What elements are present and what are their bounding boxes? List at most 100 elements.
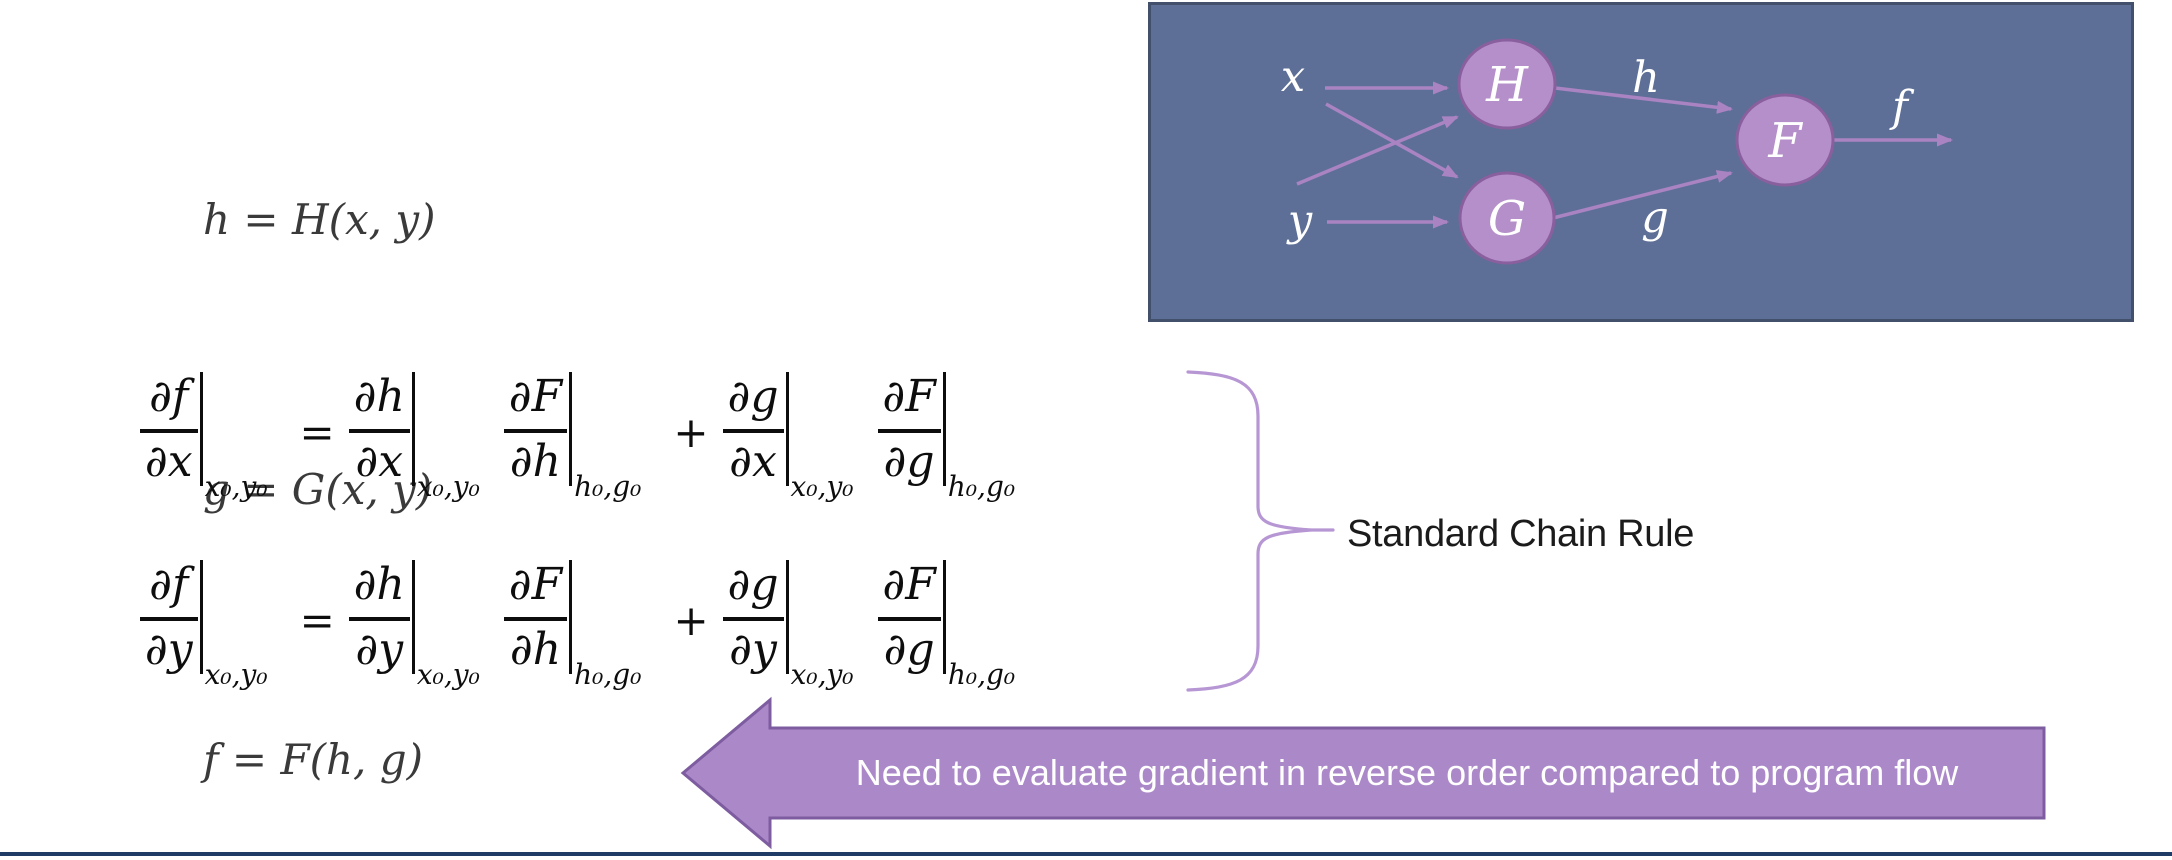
edge-y-to-H <box>1296 115 1459 186</box>
derivative-term: ∂f ∂x x₀,y₀ <box>140 368 268 504</box>
fraction: ∂h ∂x <box>348 368 410 488</box>
numerator: ∂f <box>149 371 189 422</box>
denominator: ∂x <box>729 436 777 487</box>
node-H <box>1457 38 1557 130</box>
evaluation-point: x₀,y₀ <box>790 470 854 503</box>
computation-graph-panel: H G F x y h g f <box>1148 2 2134 322</box>
node-F-label: F <box>1767 113 1803 169</box>
evaluation-point: h₀,g₀ <box>574 470 642 503</box>
banner-text: Need to evaluate gradient in reverse ord… <box>855 752 1959 793</box>
equation-g-definition: g = G(x, y) <box>203 465 433 514</box>
node-G-label: G <box>1488 191 1526 247</box>
fraction-bar <box>503 429 568 433</box>
node-F <box>1735 93 1835 187</box>
plus-operator: + <box>673 596 709 645</box>
fraction: ∂F ∂h <box>503 556 568 676</box>
chain-rule-equation-dy: ∂f ∂y x₀,y₀ = ∂h ∂y x₀,y₀ ∂F ∂h h₀, <box>140 556 1039 692</box>
denominator: ∂y <box>355 624 404 675</box>
fraction: ∂F ∂h <box>503 368 568 488</box>
numerator: ∂g <box>727 371 779 422</box>
edge-G-to-F <box>1552 170 1733 220</box>
denominator: ∂g <box>883 436 935 487</box>
fraction-bar <box>140 429 198 433</box>
denominator: ∂x <box>355 436 404 487</box>
edge-h-label: h <box>1632 53 1660 103</box>
fraction-bar <box>348 429 410 433</box>
evaluation-bar <box>199 560 203 674</box>
denominator: ∂x <box>145 436 193 487</box>
fraction: ∂F ∂g <box>877 368 941 488</box>
numerator: ∂h <box>353 559 405 610</box>
reverse-arrow-banner <box>680 696 2046 850</box>
derivative-term: ∂g ∂y x₀,y₀ <box>722 556 854 692</box>
evaluation-bar <box>785 560 789 674</box>
edge-H-to-F <box>1554 86 1733 114</box>
numerator: ∂F <box>508 371 563 422</box>
equation-f-definition: f = F(h, g) <box>203 735 423 784</box>
fraction-bar <box>140 617 198 621</box>
evaluation-point: h₀,g₀ <box>574 658 642 691</box>
function-definitions: h = H(x, y) g = G(x, y) f = F(h, g) <box>203 0 435 860</box>
edge-g-label: g <box>1641 193 1669 243</box>
fraction: ∂F ∂g <box>877 556 941 676</box>
fraction: ∂g ∂x <box>722 368 784 488</box>
numerator: ∂F <box>882 371 936 422</box>
derivative-term: ∂g ∂x x₀,y₀ <box>722 368 854 504</box>
derivative-term: ∂F ∂g h₀,g₀ <box>877 368 1016 504</box>
numerator: ∂f <box>149 559 189 610</box>
evaluation-bar <box>199 372 203 486</box>
fraction-bar <box>348 617 410 621</box>
evaluation-point: x₀,y₀ <box>204 470 268 503</box>
fraction-bar <box>722 429 784 433</box>
evaluation-bar <box>569 372 573 486</box>
denominator: ∂g <box>883 624 935 675</box>
curly-brace <box>1186 370 1335 692</box>
derivative-term: ∂f ∂y x₀,y₀ <box>140 556 268 692</box>
derivative-term: ∂h ∂x x₀,y₀ <box>348 368 480 504</box>
input-x-label: x <box>1281 52 1305 102</box>
derivative-term: ∂F ∂h h₀,g₀ <box>503 368 642 504</box>
derivative-term: ∂h ∂y x₀,y₀ <box>348 556 480 692</box>
input-y-label: y <box>1286 196 1313 246</box>
numerator: ∂h <box>353 371 405 422</box>
denominator: ∂h <box>509 624 562 675</box>
evaluation-point: x₀,y₀ <box>204 658 268 691</box>
evaluation-point: h₀,g₀ <box>947 658 1016 691</box>
denominator: ∂y <box>729 624 777 675</box>
brace-label: Standard Chain Rule <box>1347 513 1695 555</box>
equals-operator: = <box>299 408 335 457</box>
fraction: ∂g ∂y <box>722 556 784 676</box>
bottom-rule <box>0 852 2172 856</box>
chain-rule-equation-dx: ∂f ∂x x₀,y₀ = ∂h ∂x x₀,y₀ ∂F ∂h h₀, <box>140 368 1039 504</box>
denominator: ∂y <box>145 624 193 675</box>
evaluation-bar <box>785 372 789 486</box>
evaluation-bar <box>942 372 946 486</box>
derivative-term: ∂F ∂g h₀,g₀ <box>877 556 1016 692</box>
evaluation-point: x₀,y₀ <box>416 658 480 691</box>
derivative-term: ∂F ∂h h₀,g₀ <box>503 556 642 692</box>
numerator: ∂g <box>727 559 779 610</box>
node-H-label: H <box>1485 57 1529 113</box>
fraction: ∂h ∂y <box>348 556 410 676</box>
fraction: ∂f ∂y <box>140 556 198 676</box>
evaluation-bar <box>569 560 573 674</box>
denominator: ∂h <box>509 436 561 487</box>
numerator: ∂F <box>508 559 563 610</box>
fraction: ∂f ∂x <box>140 368 198 488</box>
fraction-bar <box>503 617 568 621</box>
evaluation-bar <box>942 560 946 674</box>
equation-h-definition: h = H(x, y) <box>203 195 436 244</box>
evaluation-bar <box>411 372 415 486</box>
evaluation-bar <box>411 560 415 674</box>
equals-operator: = <box>299 596 335 645</box>
fraction-bar <box>877 429 941 433</box>
output-f-label: f <box>1889 82 1915 132</box>
plus-operator: + <box>673 408 709 457</box>
fraction-bar <box>877 617 941 621</box>
numerator: ∂F <box>882 559 936 610</box>
fraction-bar <box>722 617 784 621</box>
left-arrow-shape <box>680 696 2046 850</box>
evaluation-point: x₀,y₀ <box>416 470 480 503</box>
evaluation-point: h₀,g₀ <box>947 470 1016 503</box>
